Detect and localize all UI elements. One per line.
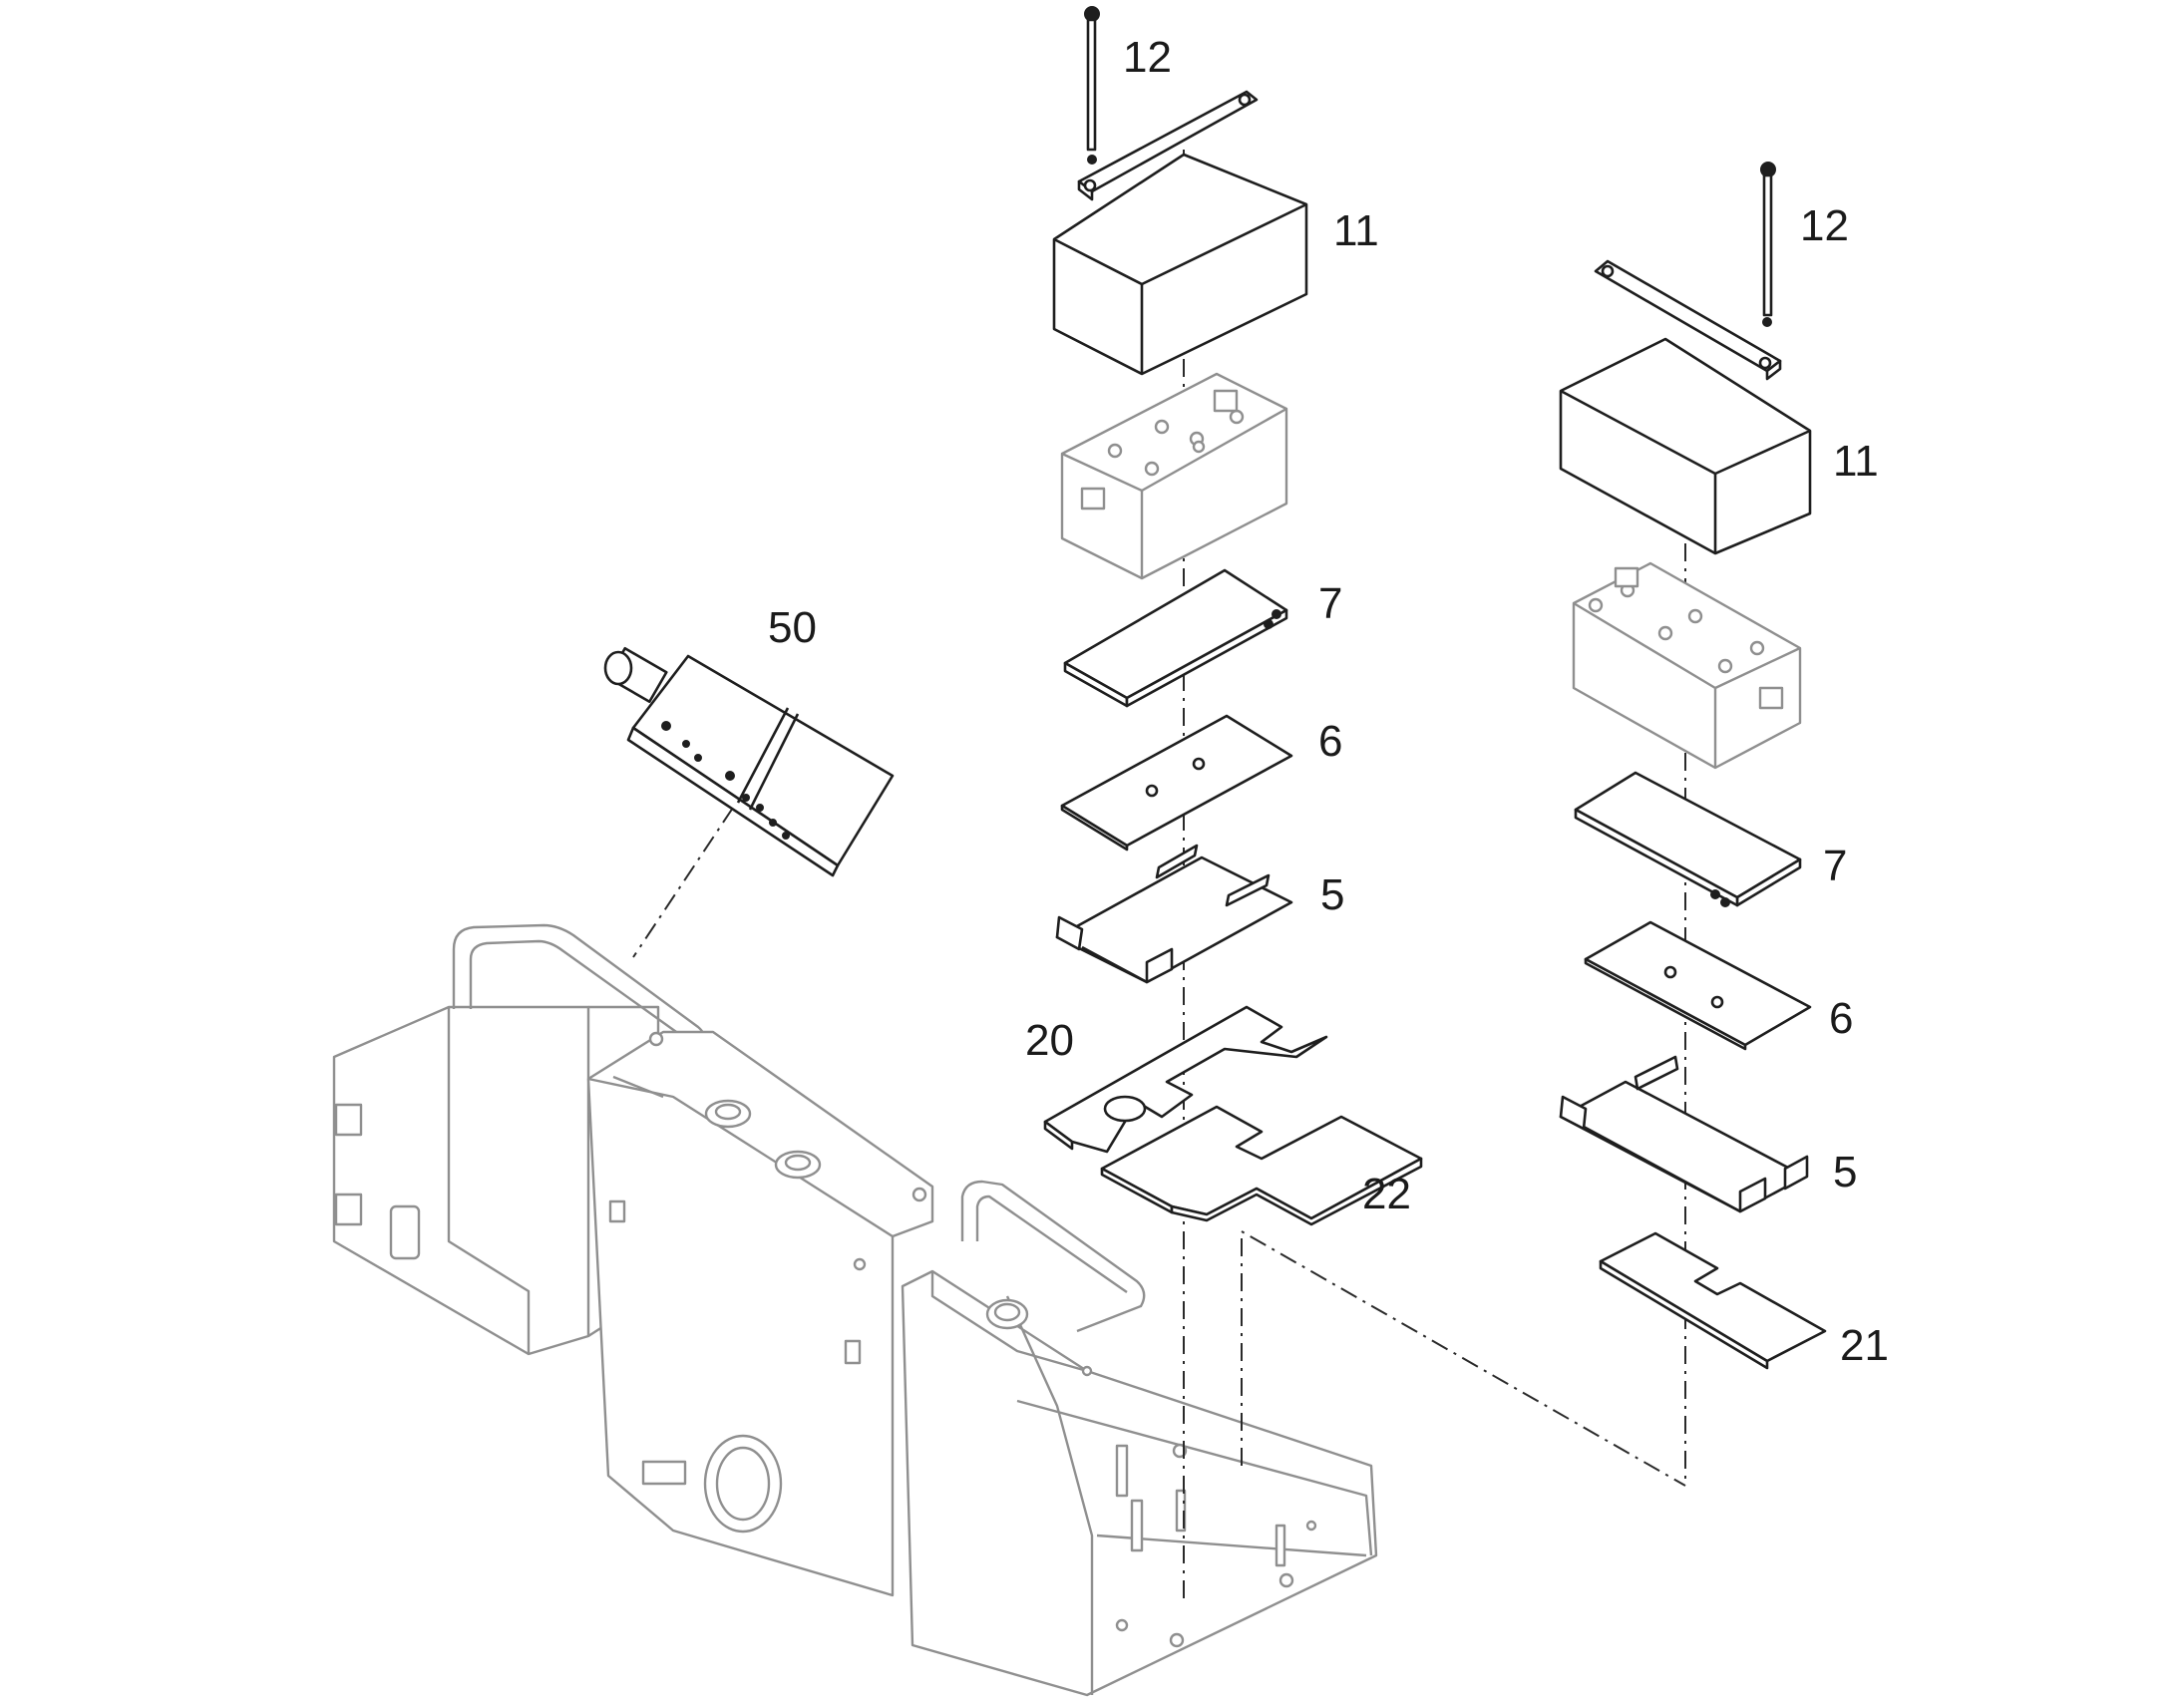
part-11-battery-cover-left (1052, 153, 1308, 376)
part-12-clamp-bar-right (1594, 259, 1782, 381)
battery-right (1572, 561, 1802, 770)
callout-11-left: 11 (1333, 206, 1379, 255)
callout-6-left: 6 (1318, 717, 1343, 766)
part-12-tie-rod-right (1760, 162, 1776, 327)
machine-frame (332, 923, 1378, 1697)
part-7-plate-left (1063, 568, 1288, 708)
callout-5-left: 5 (1320, 870, 1345, 919)
callout-21: 21 (1840, 1321, 1889, 1370)
callout-11-right: 11 (1833, 437, 1879, 486)
callout-6-right: 6 (1829, 994, 1854, 1043)
callout-12-left: 12 (1123, 33, 1172, 82)
part-22-mat (1100, 1105, 1423, 1226)
part-21-mat (1599, 1231, 1827, 1370)
part-7-plate-right (1574, 771, 1802, 907)
battery-left (1060, 372, 1288, 580)
callout-20: 20 (1025, 1016, 1074, 1065)
callout-12-right: 12 (1800, 201, 1849, 250)
callout-7-right: 7 (1823, 842, 1848, 890)
callout-5-right: 5 (1833, 1148, 1858, 1196)
part-12-clamp-bar-left (1077, 90, 1259, 201)
part-11-battery-cover-right (1559, 337, 1812, 555)
callout-22: 22 (1362, 1170, 1411, 1218)
part-12-tie-rod-left (1084, 6, 1100, 165)
part-20-mat (1043, 1005, 1328, 1154)
part-6-pad-right (1584, 920, 1812, 1051)
callout-7-left: 7 (1318, 579, 1343, 628)
part-5-tray-left (1055, 844, 1293, 984)
part-6-pad-left (1060, 714, 1293, 852)
part-50-control-box (603, 646, 895, 877)
callout-50: 50 (768, 603, 817, 652)
part-5-tray-right (1559, 1055, 1809, 1213)
